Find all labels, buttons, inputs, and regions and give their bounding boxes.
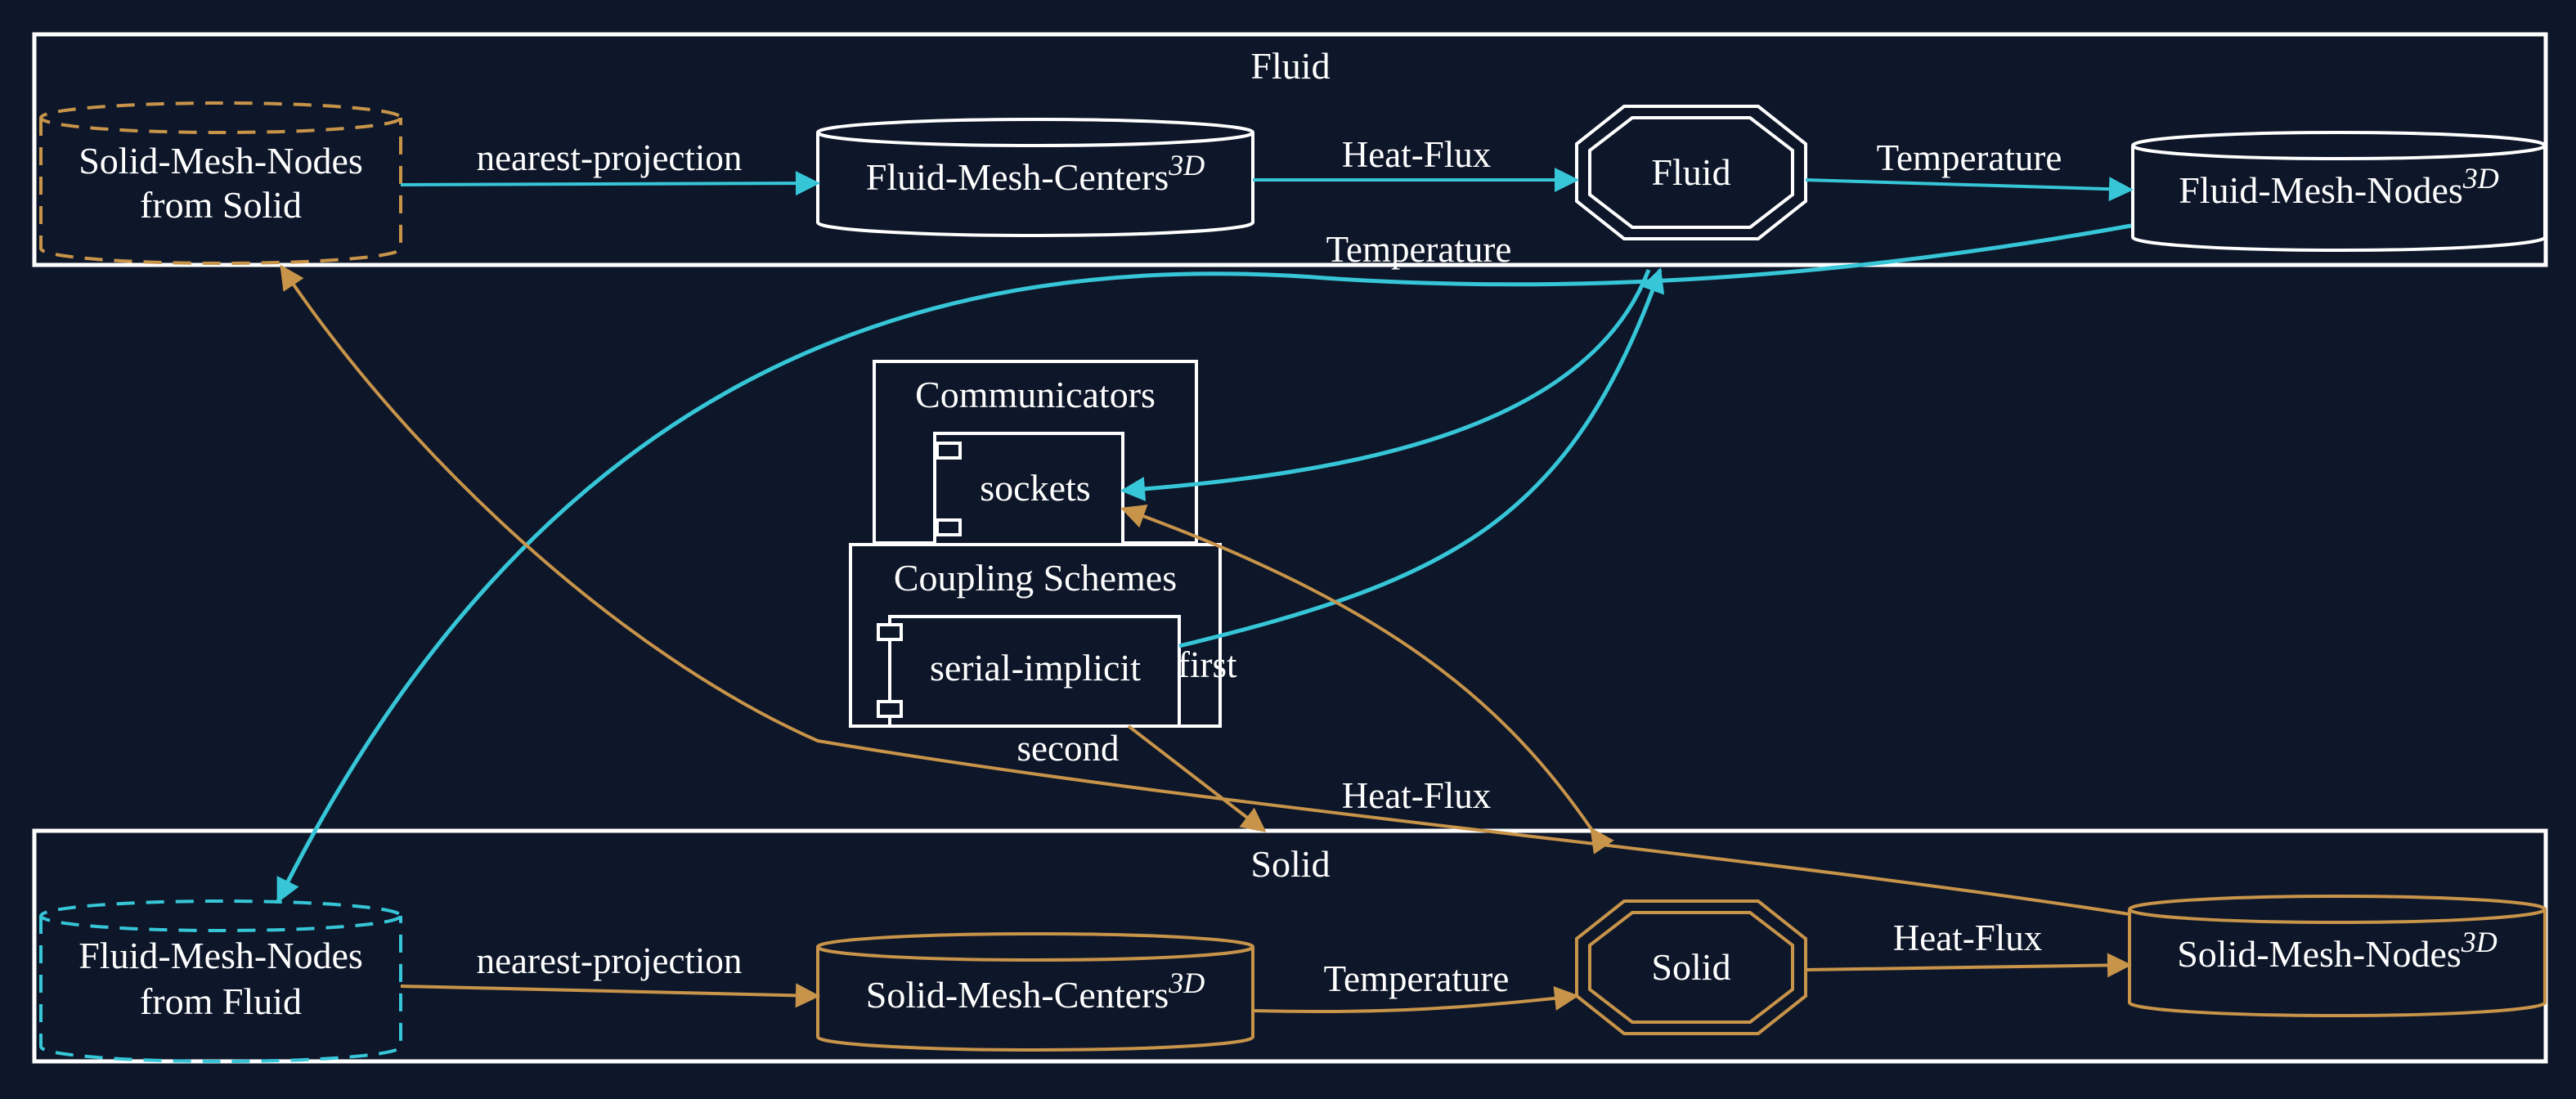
fluid-participant-label: Fluid — [1651, 151, 1730, 193]
fluid-mesh-nodes-from-fluid-label-2: from Fluid — [140, 980, 302, 1022]
edge-cross-temperature — [276, 223, 2132, 904]
edge-label-fluid-heat-flux: Heat-Flux — [1342, 134, 1491, 175]
solid-cluster-label: Solid — [1250, 843, 1330, 885]
edge-fluid-temperature — [1805, 177, 2134, 202]
solid-mesh-centers-node[interactable]: Solid-Mesh-Centers3D — [816, 932, 1254, 1052]
solid-participant-node[interactable]: Solid — [1575, 899, 1807, 1035]
edge-label-cross-heat-flux: Heat-Flux — [1342, 775, 1491, 816]
fluid-cluster-label: Fluid — [1250, 45, 1330, 87]
coupling-schemes-cluster-label: Coupling Schemes — [894, 557, 1177, 599]
edge-label-solid-temperature: Temperature — [1324, 958, 1510, 999]
communicators-cluster-label: Communicators — [915, 374, 1156, 415]
fluid-mesh-nodes-label: Fluid-Mesh-Nodes3D — [2179, 162, 2499, 211]
edge-solid-mesh-nodes-to-solid-from-solid — [280, 264, 2130, 916]
edge-label-cross-temperature: Temperature — [1326, 229, 1512, 270]
solid-mesh-centers-label: Solid-Mesh-Centers3D — [866, 967, 1205, 1016]
edge-label-solid-heat-flux: Heat-Flux — [1893, 917, 2042, 958]
edge-serial-implicit-second — [1127, 724, 1267, 832]
edge-solid-nearest-projection — [400, 983, 820, 1008]
fluid-mesh-centers-node[interactable]: Fluid-Mesh-Centers3D — [816, 118, 1254, 237]
edge-sockets-to-solid — [1120, 505, 1614, 855]
sockets-label: sockets — [980, 467, 1090, 509]
serial-implicit-label: serial-implicit — [930, 647, 1141, 689]
fluid-participant-node[interactable]: Fluid — [1575, 105, 1807, 240]
edge-solid-temperature — [1252, 986, 1579, 1014]
solid-participant-label: Solid — [1651, 946, 1730, 988]
edge-label-fluid-nearest-projection: nearest-projection — [477, 137, 743, 178]
sockets-node[interactable]: sockets — [933, 432, 1124, 546]
fluid-mesh-nodes-node[interactable]: Fluid-Mesh-Nodes3D — [2131, 131, 2547, 252]
edge-label-solid-nearest-projection: nearest-projection — [477, 940, 743, 981]
edge-solid-heat-flux — [1805, 953, 2132, 978]
solid-mesh-nodes-from-solid-label-2: from Solid — [140, 184, 302, 226]
solid-mesh-nodes-node[interactable]: Solid-Mesh-Nodes3D — [2128, 895, 2547, 1017]
solid-mesh-nodes-from-solid-label-1: Solid-Mesh-Nodes — [79, 140, 363, 182]
edge-fluid-sockets — [1120, 269, 1651, 501]
edge-label-first: first — [1178, 644, 1237, 685]
serial-implicit-node[interactable]: serial-implicit — [877, 615, 1181, 728]
fluid-mesh-nodes-from-fluid-node[interactable]: Fluid-Mesh-Nodes from Fluid — [39, 899, 402, 1063]
solid-mesh-nodes-label: Solid-Mesh-Nodes3D — [2177, 926, 2497, 975]
fluid-mesh-centers-label: Fluid-Mesh-Centers3D — [866, 149, 1205, 198]
fluid-mesh-nodes-from-fluid-label-1: Fluid-Mesh-Nodes — [79, 935, 363, 976]
solid-mesh-nodes-from-solid-node[interactable]: Solid-Mesh-Nodes from Solid — [39, 101, 402, 265]
edge-serial-implicit-first — [1178, 267, 1665, 648]
edge-fluid-nearest-projection — [400, 171, 820, 196]
edge-label-fluid-temperature: Temperature — [1877, 137, 2062, 178]
edge-label-second: second — [1017, 728, 1120, 769]
